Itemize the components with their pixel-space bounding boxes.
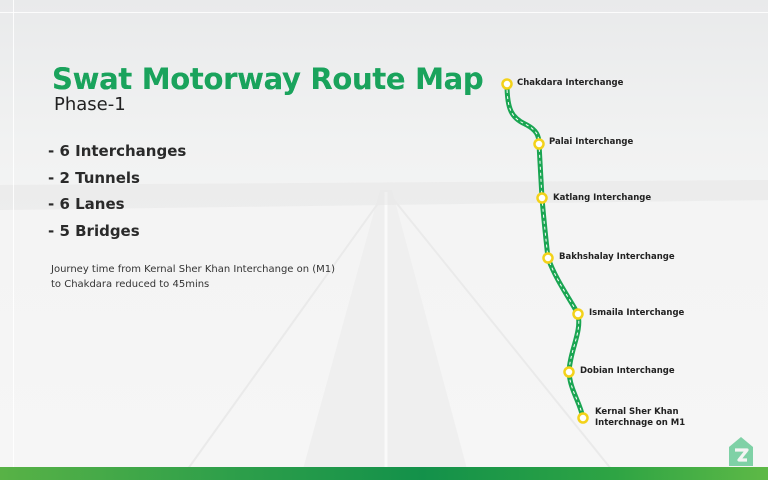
station-marker-chakdara: [501, 78, 513, 90]
frame-line-horizontal: [0, 12, 768, 13]
bottom-green-bar: [0, 467, 768, 480]
station-label-katlang: Katlang Interchange: [553, 193, 652, 203]
frame-line-vertical: [13, 0, 14, 480]
map-subtitle: Phase-1: [54, 94, 126, 115]
map-title: Swat Motorway Route Map: [52, 62, 484, 96]
zameen-logo-icon: [729, 437, 753, 466]
station-marker-bakhshalay: [542, 252, 554, 264]
station-marker-dobian: [563, 366, 575, 378]
station-marker-ismaila: [572, 308, 584, 320]
feature-lanes: - 6 Lanes: [48, 195, 125, 213]
station-label-kernal-sher-khan: Kernal Sher Khan Interchnage on M1: [595, 407, 685, 429]
station-label-ismaila: Ismaila Interchange: [589, 308, 685, 318]
feature-list: - 6 Interchanges - 2 Tunnels - 6 Lanes -…: [48, 140, 186, 246]
station-label-bakhshalay: Bakhshalay Interchange: [559, 252, 675, 262]
feature-tunnels: - 2 Tunnels: [48, 168, 140, 187]
journey-note-line2: to Chakdara reduced to 45mins: [51, 279, 210, 290]
station-label-palai: Palai Interchange: [549, 137, 634, 147]
station-label-kernal-line1: Kernal Sher Khan: [595, 407, 679, 417]
station-label-dobian: Dobian Interchange: [580, 366, 675, 376]
journey-note-line1: Journey time from Kernal Sher Khan Inter…: [51, 264, 336, 275]
station-marker-katlang: [536, 192, 548, 204]
station-marker-kernal-sher-khan: [577, 412, 589, 424]
station-label-chakdara: Chakdara Interchange: [517, 78, 624, 88]
feature-interchanges: - 6 Interchanges: [48, 142, 187, 160]
station-label-kernal-line2: Interchnage on M1: [595, 418, 686, 428]
journey-note: Journey time from Kernal Sher Khan Inter…: [51, 262, 371, 292]
feature-bridges: - 5 Bridges: [48, 221, 140, 240]
station-marker-palai: [533, 138, 545, 150]
